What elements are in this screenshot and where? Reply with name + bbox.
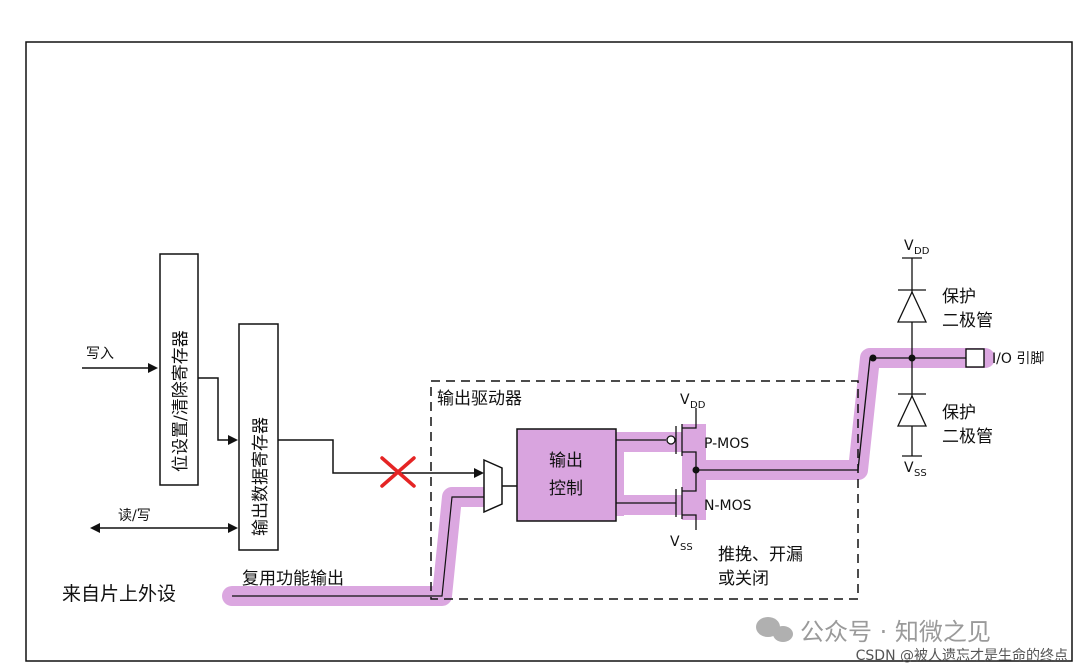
svg-text:V: V	[680, 392, 690, 408]
io-pin-label: I/O 引脚	[992, 351, 1044, 367]
odr-to-mux-wire	[278, 439, 484, 478]
nmos-label: N-MOS	[704, 498, 752, 514]
svg-text:DD: DD	[690, 400, 706, 411]
write-arrow	[82, 363, 158, 373]
junction-dot	[908, 354, 916, 362]
svg-text:V: V	[904, 460, 914, 476]
protect2-label-1: 保护	[942, 403, 976, 423]
output-control-block	[516, 428, 617, 522]
diagram-frame	[25, 41, 1073, 662]
pmos-label: P-MOS	[704, 436, 749, 452]
alt-output-wire	[232, 496, 484, 597]
bsrr-to-odr-wire	[198, 377, 238, 445]
svg-text:SS: SS	[680, 542, 693, 553]
svg-text:V: V	[904, 238, 914, 254]
odr-box	[238, 323, 279, 551]
watermark-account: 公众号 · 知微之见	[800, 618, 991, 646]
vss-main-label: V SS	[670, 534, 693, 553]
output-wire	[696, 357, 966, 471]
protect2-label-2: 二极管	[942, 427, 993, 447]
output-control-label: 输出	[549, 451, 583, 471]
output-driver-box	[430, 380, 859, 600]
io-pin	[965, 348, 985, 368]
output-driver-label: 输出驱动器	[437, 389, 522, 409]
read-write-label: 读/写	[118, 507, 151, 524]
vdd-main-label: V DD	[680, 392, 706, 411]
bsrr-box	[159, 253, 199, 486]
upper-diode	[896, 289, 928, 323]
bsrr-label: 位设置/清除寄存器	[171, 330, 191, 472]
write-label: 写入	[86, 346, 114, 362]
alt-output-label: 复用功能输出	[242, 569, 344, 589]
junction-dot	[869, 354, 877, 362]
pmos-transistor	[666, 414, 697, 470]
protect1-label-1: 保护	[942, 287, 976, 307]
odr-label: 输出数据寄存器	[251, 417, 271, 536]
cross-mark	[380, 456, 416, 488]
mode-label-1: 推挽、开漏	[718, 545, 803, 565]
watermark-footer: CSDN @被人遗忘才是生命的终点	[856, 647, 1068, 664]
svg-text:SS: SS	[914, 468, 927, 479]
svg-text:DD: DD	[914, 246, 930, 257]
mode-label-2: 或关闭	[718, 569, 769, 589]
vdd-pin-label: V DD	[904, 238, 930, 257]
nmos-transistor	[675, 470, 697, 530]
svg-text:V: V	[670, 534, 680, 550]
wechat-icon	[756, 617, 793, 642]
read-write-arrow	[90, 523, 238, 533]
protect1-label-2: 二极管	[942, 311, 993, 331]
lower-diode	[896, 393, 928, 427]
vss-pin-label: V SS	[904, 460, 927, 479]
peripheral-label: 来自片上外设	[62, 583, 176, 605]
output-control-label-2: 控制	[549, 479, 583, 499]
multiplexer	[483, 458, 503, 514]
